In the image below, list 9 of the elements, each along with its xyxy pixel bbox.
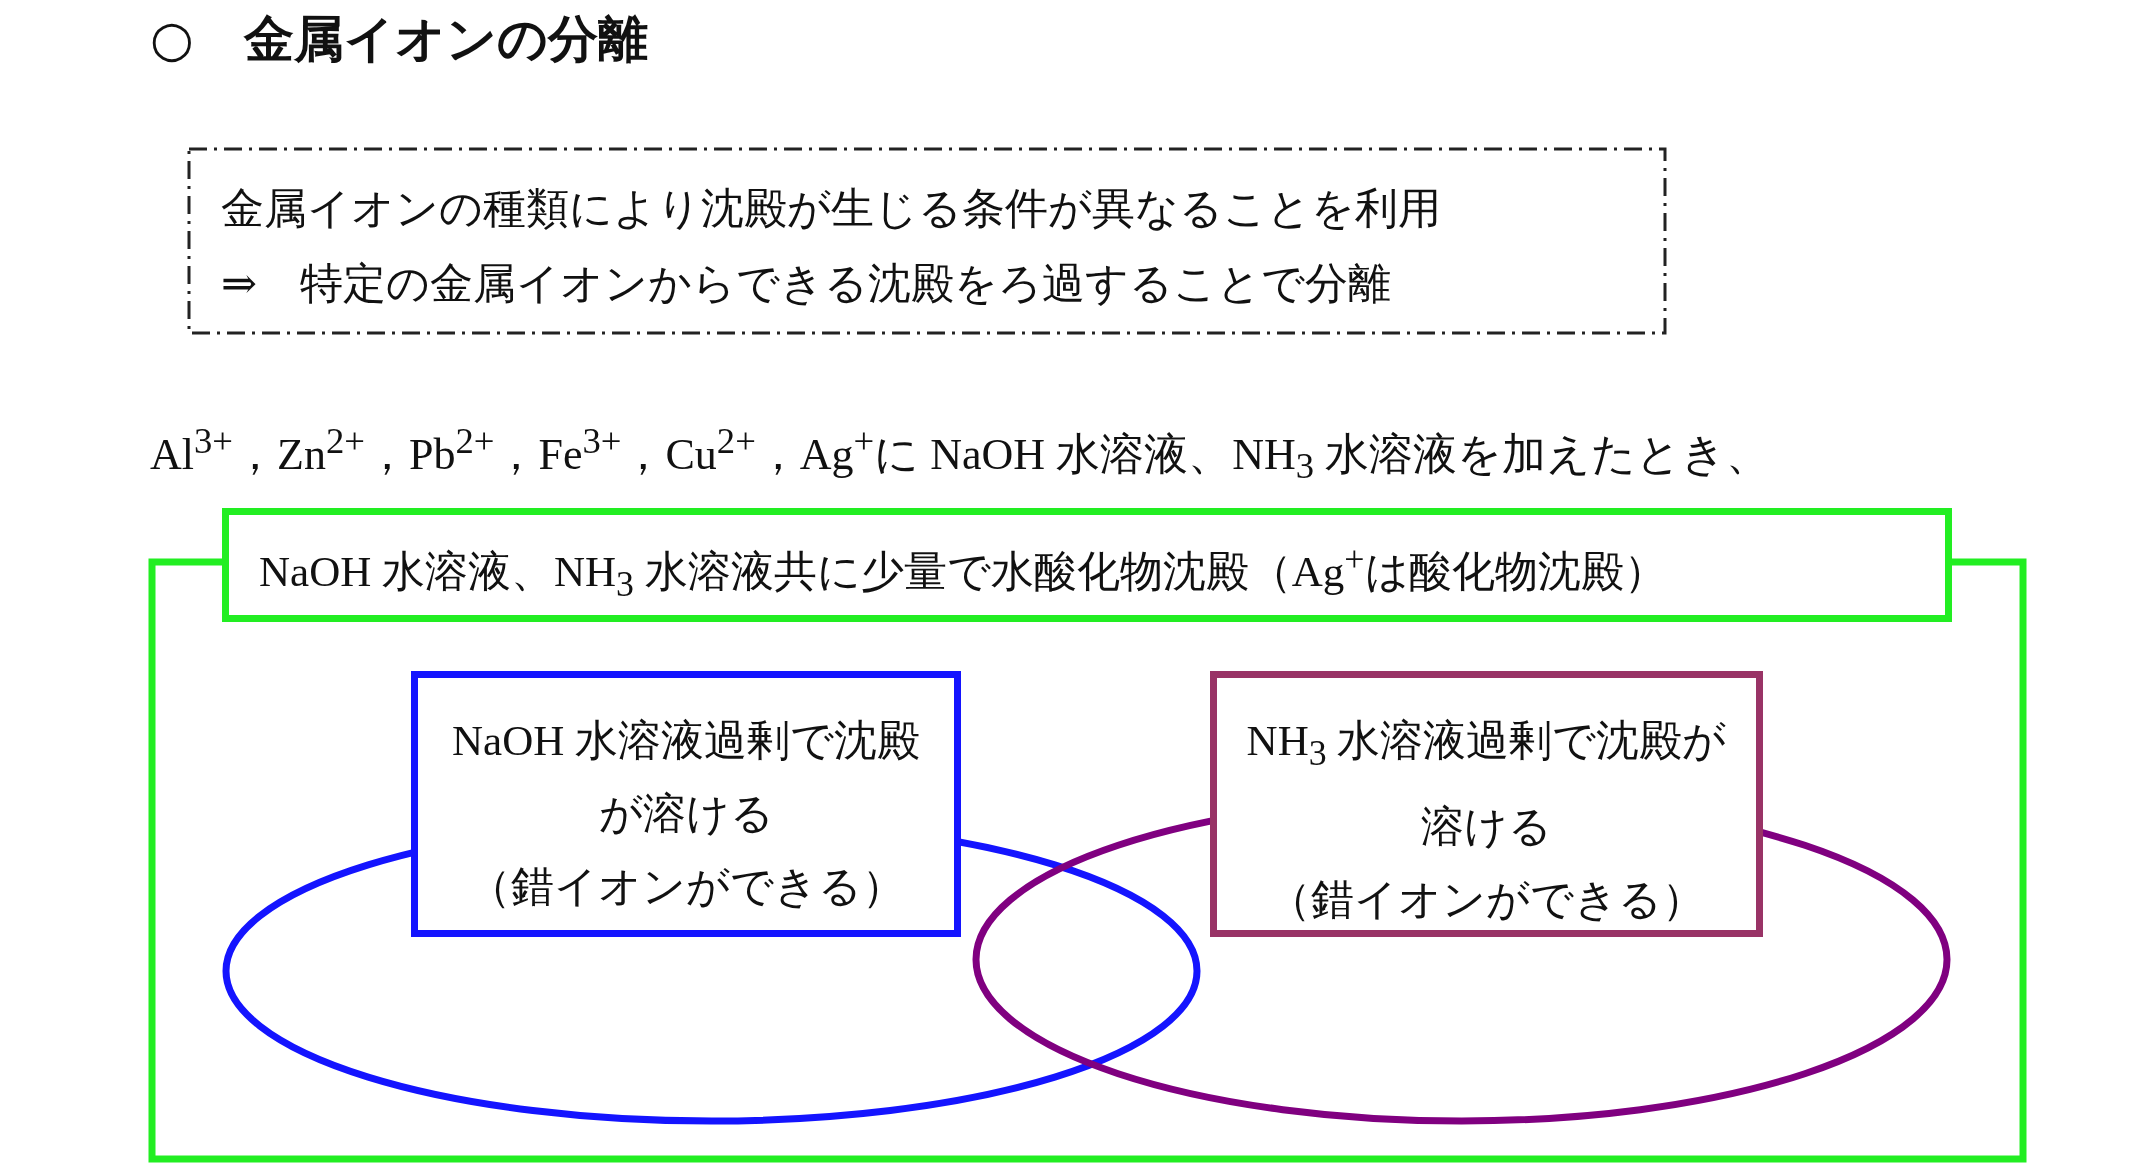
note-text: 金属イオンの種類により沈殿が生じる条件が異なることを利用 [221,184,1442,234]
condition-text: NaOH 水溶液、NH$_{3}$ 水溶液共に少量で水酸化物沈殿（Ag$^{+}$は酸化物沈殿） [259,538,1668,606]
note-text: ⇒ 特定の金属イオンからできる沈殿をろ過することで分離 [221,259,1393,309]
condition-text: NH$_{3}$ 水溶液過剰で沈殿が溶ける [1245,716,1728,852]
condition-text: （錯イオンができる） [466,862,906,912]
page-title: ○ 金属イオンの分離 [150,9,648,70]
condition-text: NaOH 水溶液過剰で沈殿が溶ける [451,716,921,839]
condition-text: （錯イオンができる） [1267,874,1706,925]
intro-sentence: Al$^{3+}$，Zn$^{2+}$，Pb$^{2+}$，Fe$^{3+}$，Cu$^{2+}$，Ag$^{+}$に NaOH 水溶液、NH$_{3}$ 水溶液を加えたとき、 [150,419,1770,489]
